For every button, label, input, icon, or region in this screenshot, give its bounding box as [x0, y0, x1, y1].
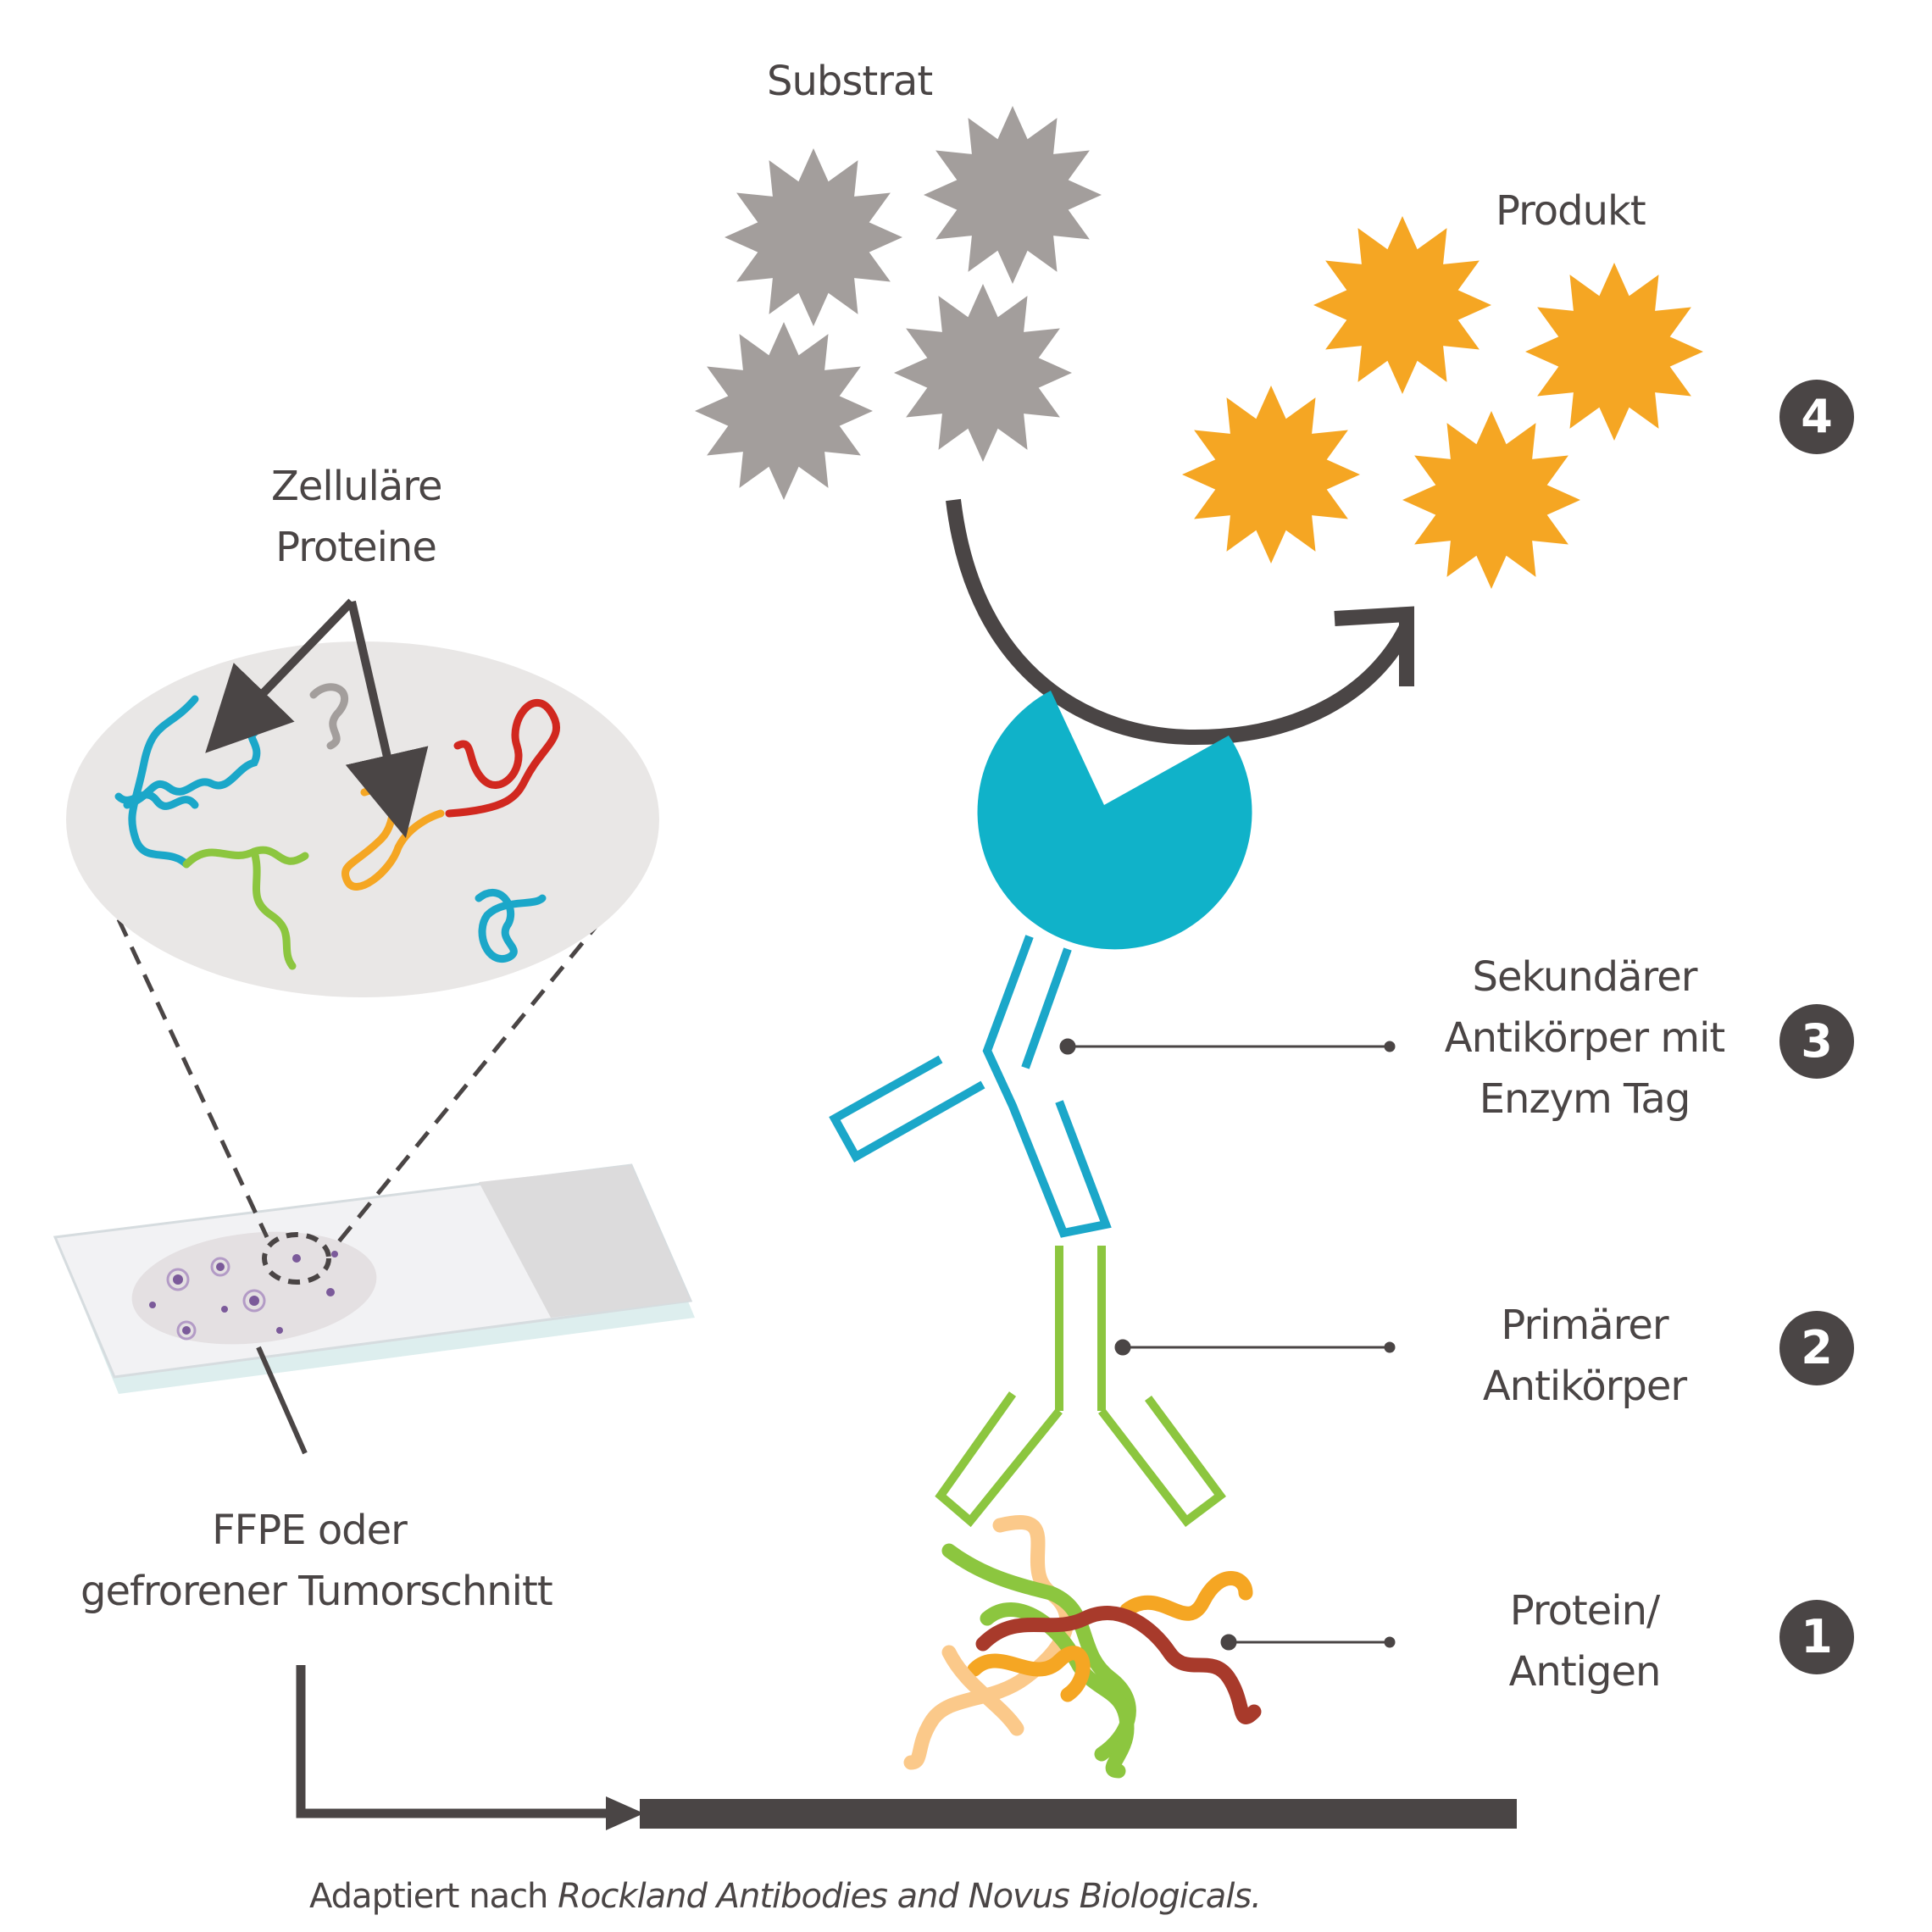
substrate-star-2	[924, 106, 1102, 284]
product-star-1	[1313, 216, 1491, 394]
magnified-view	[66, 641, 659, 997]
step-badge-4: 4	[1779, 380, 1854, 454]
source-caption: Adaptiert nach Rockland Antibodies and N…	[309, 1873, 1262, 1920]
zoom-lines	[116, 918, 603, 1243]
substrate-star-3	[695, 322, 873, 500]
product-star-4	[1402, 411, 1580, 589]
base-surface	[640, 1799, 1517, 1829]
enzyme-tag	[977, 691, 1252, 950]
label-primaerer-antikoerper: Primärer Antikörper	[1482, 1302, 1687, 1410]
product-star-2	[1525, 263, 1703, 441]
process-arrow	[296, 1665, 619, 1818]
step-badge-1: 1	[1779, 1600, 1854, 1674]
glass-slide	[53, 1163, 695, 1455]
label-ffpe: FFPE oder gefrorener Tumorschnitt	[80, 1507, 553, 1615]
protein-pointer-arrows	[205, 598, 429, 838]
label-sekundaerer-antikoerper: Sekundärer Antikörper mit Enzym Tag	[1444, 953, 1726, 1123]
product-molecules	[1182, 216, 1703, 589]
primary-antibody	[935, 1246, 1226, 1528]
antigen-proteins	[903, 1515, 1262, 1779]
label-produkt: Produkt	[1496, 187, 1646, 235]
secondary-antibody	[829, 935, 1112, 1238]
caption-source: Rockland Antibodies and Novus Biological…	[558, 1877, 1262, 1916]
substrate-molecules	[695, 106, 1102, 500]
label-protein-antigen: Protein/ Antigen	[1508, 1587, 1662, 1696]
step-badge-3: 3	[1779, 1004, 1854, 1079]
product-star-3	[1182, 386, 1360, 564]
label-substrat: Substrat	[767, 58, 933, 105]
caption-prefix: Adaptiert nach	[309, 1877, 558, 1916]
leader-lines	[1059, 1038, 1396, 1651]
substrate-star-4	[894, 284, 1072, 462]
substrate-star-1	[724, 148, 902, 326]
reaction-arrow	[946, 498, 1414, 746]
label-zellulaere-proteine: Zelluläre Proteine	[271, 463, 442, 571]
step-badge-2: 2	[1779, 1311, 1854, 1385]
